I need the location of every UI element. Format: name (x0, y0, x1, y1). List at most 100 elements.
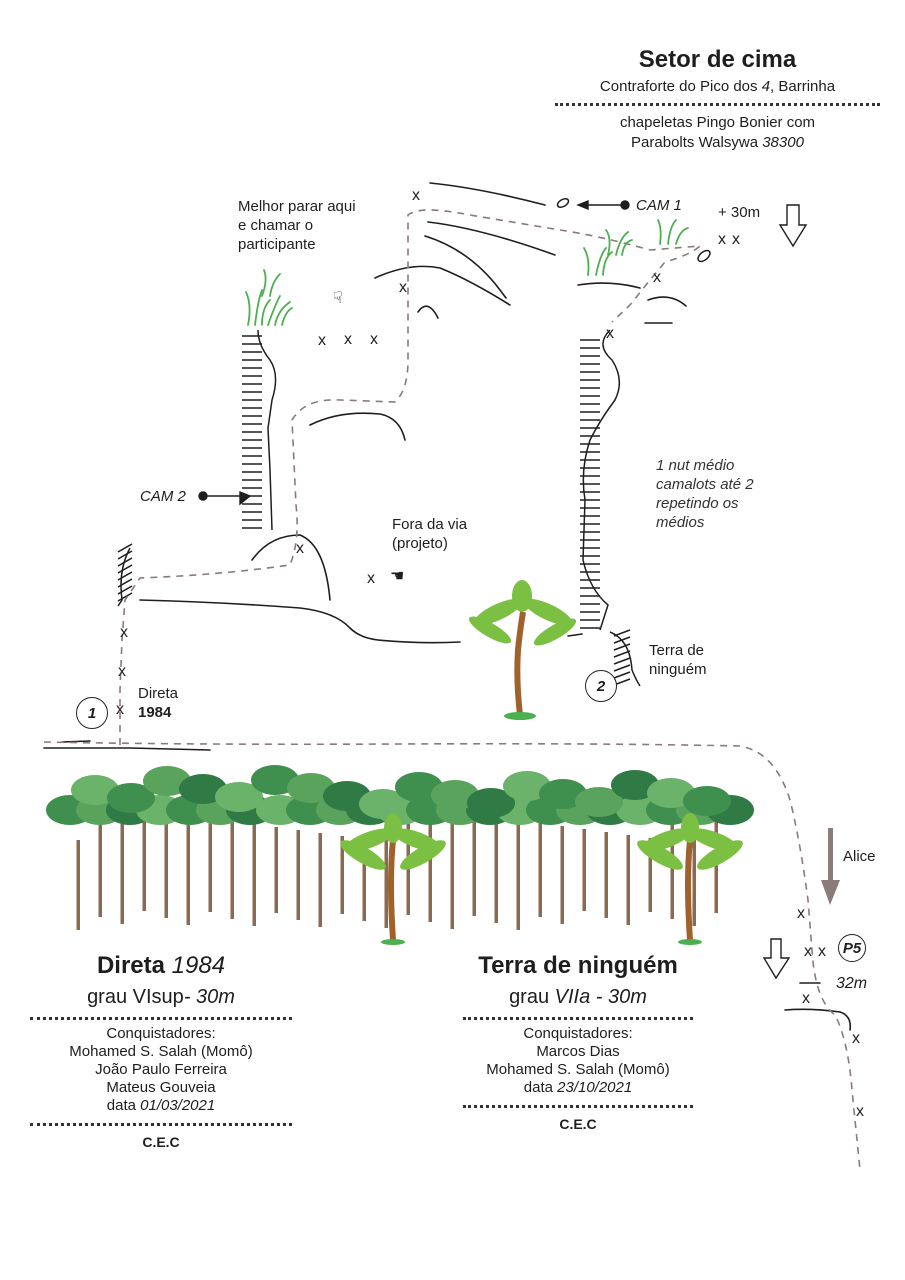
stop-note-line-1: Melhor parar aqui (238, 198, 356, 215)
hatch-tick (613, 671, 631, 679)
gear-note-line-2: camalots até 2 (656, 476, 754, 493)
palm-leaf (384, 813, 402, 843)
chock-icons (556, 197, 711, 263)
route-terra-divider-2 (463, 1105, 693, 1108)
hatch-tick (117, 550, 133, 560)
page-title: Setor de cima (638, 46, 797, 73)
hatch-tick (117, 592, 133, 602)
stop-note-line-3: participante (238, 236, 316, 253)
tree-canopy (467, 788, 515, 818)
route2-label: Terra de ninguém (649, 641, 707, 679)
hatch-tick (117, 564, 133, 574)
grade-prefix: grau (87, 986, 128, 1008)
bolt-mark: x (367, 570, 375, 587)
tree-canopy (503, 771, 551, 801)
tree-trunk (274, 827, 278, 913)
pointing-hand-icon: ☟ (333, 290, 343, 307)
route-direta-name: Direta (96, 952, 165, 979)
route-length: - 30m (595, 986, 647, 1008)
bolt-mark: x (804, 943, 812, 960)
tree-canopy (143, 766, 191, 796)
gear-note-line-1: 1 nut médio (656, 457, 735, 474)
bolt-mark: x (818, 943, 826, 960)
bolt-mark: x (399, 279, 407, 296)
palm-leaf (681, 813, 699, 843)
route1-label-name: Direta (138, 685, 179, 702)
tree-trunk (604, 832, 608, 918)
climber-2: Mohamed S. Salah (Momô) (486, 1061, 670, 1078)
grade-value: VIIa (554, 986, 591, 1008)
tree-canopy (215, 782, 263, 812)
first-ascent-label: Conquistadores: (523, 1025, 633, 1042)
date-label: data (523, 1079, 553, 1096)
stop-note: Melhor parar aqui e chamar o participant… (238, 197, 356, 254)
tree-trunk (98, 803, 102, 917)
alice-label: Alice (843, 848, 876, 865)
route-lines (43, 209, 861, 1171)
subtitle-number: 4 (761, 78, 771, 95)
header-subtitle: Contraforte do Pico dos 4, Barrinha (555, 78, 880, 95)
tree-canopy (611, 770, 659, 800)
tree-canopy (71, 775, 119, 805)
date-label: data (106, 1097, 136, 1114)
route1-marker: 1 (76, 697, 108, 729)
route-direta-date: data 01/03/2021 (30, 1097, 292, 1115)
route-direta-title: Direta 1984 (30, 952, 292, 980)
bolts-line-2-prefix: Parabolts Walsywa (631, 134, 759, 151)
tree-trunk (384, 802, 388, 928)
tree-canopy (683, 786, 731, 816)
palm-leaf (637, 840, 683, 870)
tree-canopy (359, 789, 407, 819)
tree-canopy (251, 765, 299, 795)
bolt-mark: x (802, 990, 810, 1007)
header: Setor de cima Contraforte do Pico dos 4,… (555, 46, 880, 151)
route-terra-grade: grau VIIa - 30m (448, 986, 708, 1009)
route1-label-year: 1984 (138, 704, 172, 721)
bolt-mark: x (344, 331, 352, 348)
hatch-tick (613, 650, 631, 658)
tree-canopy (431, 780, 479, 810)
bolt-mark: x (296, 540, 304, 557)
alice-arrow-icon (821, 828, 840, 905)
hatch-tick (613, 643, 631, 651)
gear-note: 1 nut médio camalots até 2 repetindo os … (656, 456, 754, 532)
route-terra-divider (463, 1017, 693, 1020)
route2-marker: 2 (585, 670, 617, 702)
off-route-line-1: Fora da via (392, 516, 468, 533)
bolts-line-2-number: 38300 (762, 134, 804, 151)
off-route-line-2: (projeto) (392, 535, 448, 552)
bolt-mark: x (116, 701, 124, 718)
tree-canopy (107, 783, 155, 813)
tree-trunk (120, 806, 124, 924)
route-terra-date: data 23/10/2021 (448, 1079, 708, 1097)
tree-trunk (494, 817, 498, 923)
climber-3: Mateus Gouveia (106, 1079, 216, 1096)
route1-label: Direta 1984 (138, 684, 178, 722)
club-label: C.E.C (142, 1134, 180, 1150)
tree-trunk (296, 830, 300, 920)
hatch-tick (117, 578, 133, 588)
p5-marker: P5 (838, 934, 866, 962)
route-length: - 30m (183, 986, 235, 1008)
tree-trunk (560, 826, 564, 924)
hatch-tick (613, 629, 631, 637)
tree-trunk (76, 840, 80, 930)
subtitle-suffix: , Barrinha (770, 78, 836, 95)
tree-trunk (582, 829, 586, 911)
hatch-tick (613, 636, 631, 644)
bolts-line-1: chapeletas Pingo Bonier com (619, 114, 816, 131)
route-terra-title: Terra de ninguém (478, 952, 678, 979)
forest-illustration (46, 765, 754, 945)
first-ascent-label: Conquistadores: (106, 1025, 216, 1042)
tree-trunk (538, 823, 542, 917)
header-divider (555, 103, 880, 106)
palm-leaf (400, 840, 446, 870)
plus30-label: + 30m (718, 204, 761, 221)
cam-arrows (198, 199, 630, 506)
tree-canopy (575, 787, 623, 817)
climber-1: Marcos Dias (536, 1043, 620, 1060)
rock-outlines (43, 182, 852, 1031)
bolt-mark: x (856, 1103, 864, 1120)
palm-tree-icon (468, 580, 577, 720)
